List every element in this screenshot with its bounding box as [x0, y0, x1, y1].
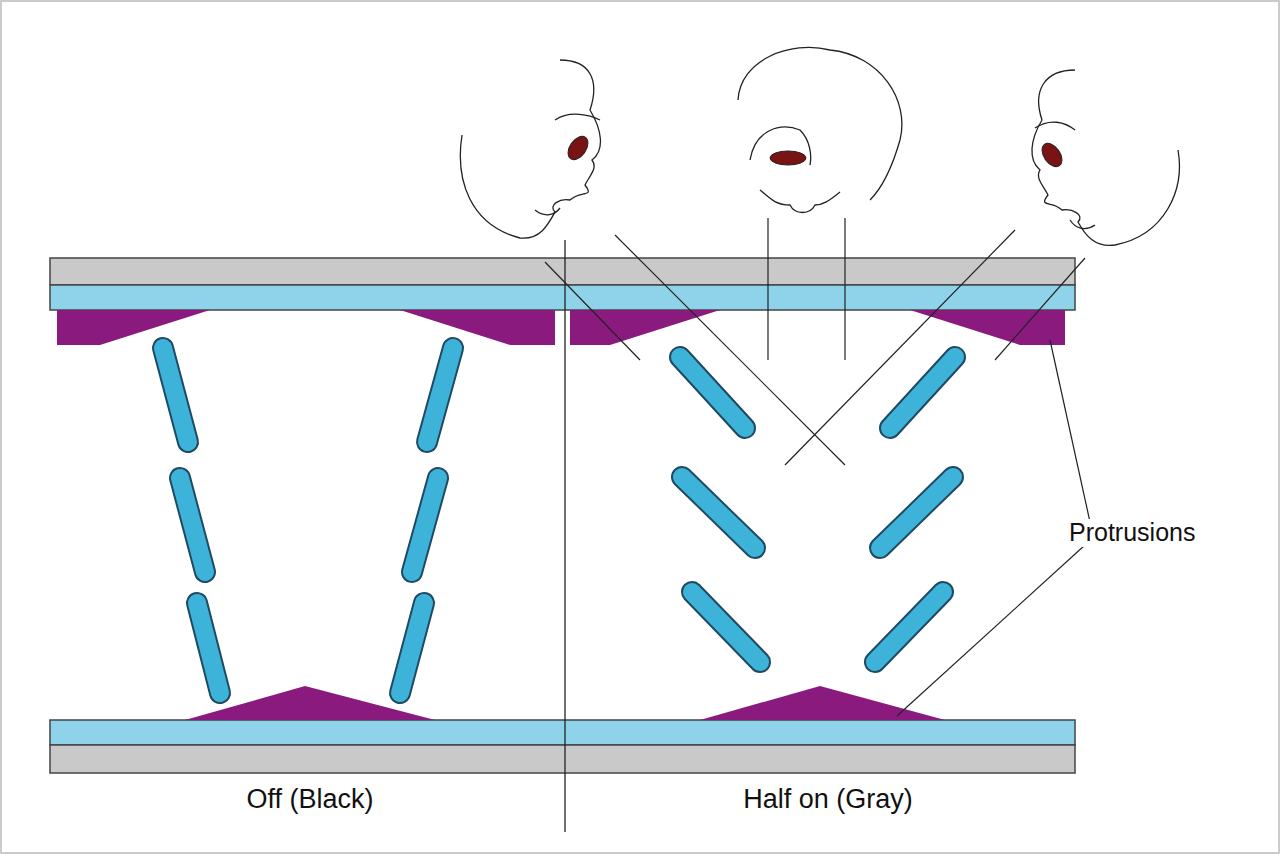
- leader-lines: [897, 340, 1090, 716]
- electrode-top: [50, 285, 1075, 310]
- viewer-eyes: [564, 133, 1066, 170]
- electrode-bottom: [50, 720, 1075, 745]
- glass-bottom: [50, 745, 1075, 773]
- part-label: Protrusions: [1067, 519, 1197, 547]
- viewer-faces: [460, 47, 1179, 245]
- glass-top: [50, 258, 1075, 285]
- sight-lines: [545, 218, 1085, 465]
- state-label: Off (Black): [246, 785, 373, 815]
- lc-molecules: [163, 348, 955, 693]
- divider-line: [564, 240, 565, 832]
- state-label: Half on (Gray): [743, 785, 913, 815]
- protrusions-top: [57, 310, 1065, 345]
